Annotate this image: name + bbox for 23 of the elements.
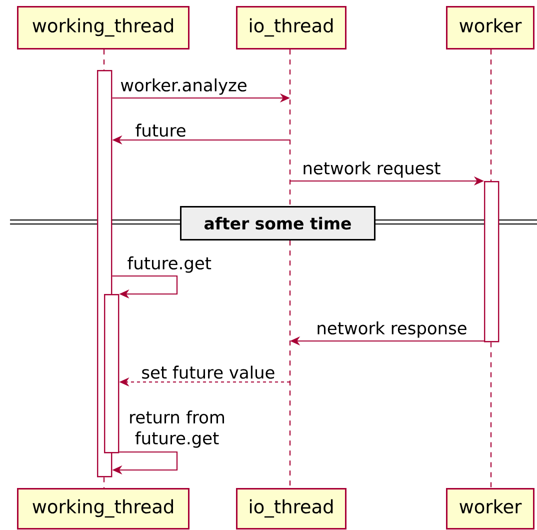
participant-box: working_thread <box>17 6 190 50</box>
lifeline <box>289 240 291 488</box>
lifeline <box>490 342 492 488</box>
divider-label: after some time <box>180 206 376 240</box>
message-arrow <box>112 275 178 299</box>
edge-label: future.get <box>126 255 212 274</box>
activation-bar <box>104 294 120 454</box>
participant-box: io_thread <box>236 6 346 50</box>
lifeline <box>103 477 105 488</box>
lifeline <box>289 50 291 206</box>
edge-label: future <box>134 122 188 138</box>
participant-box: working_thread <box>17 488 190 530</box>
participant-box: worker <box>446 6 534 50</box>
edge-label: return from future.get <box>120 409 234 449</box>
participant-box: worker <box>446 488 534 530</box>
edge-label: network request <box>301 160 442 179</box>
edge-label: set future value <box>140 364 276 380</box>
edge-label: network response <box>315 320 468 339</box>
edge-label: worker.analyze <box>119 77 248 96</box>
lifeline <box>103 50 105 70</box>
activation-bar <box>484 181 500 342</box>
lifeline <box>490 50 492 181</box>
participant-box: io_thread <box>236 488 346 530</box>
